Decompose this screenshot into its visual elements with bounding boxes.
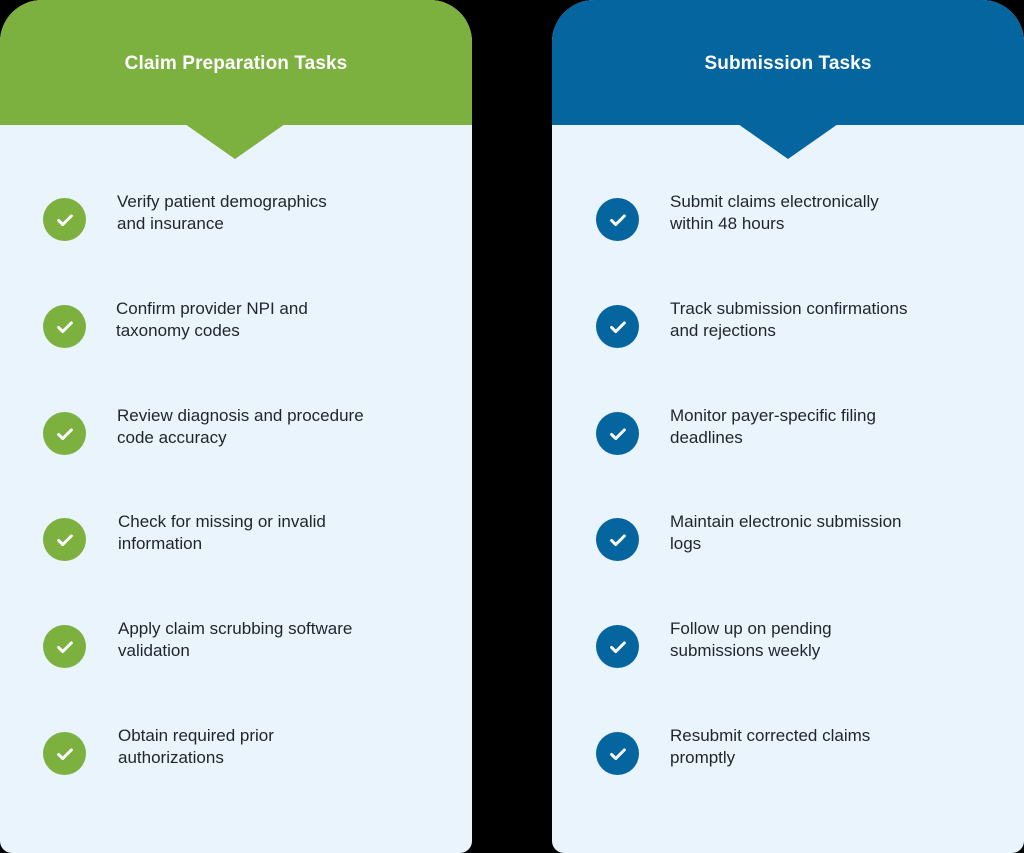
card-header: Claim Preparation Tasks xyxy=(0,0,472,125)
check-circle-icon xyxy=(43,198,86,241)
check-circle-icon xyxy=(596,305,639,348)
card-title: Claim Preparation Tasks xyxy=(124,53,348,74)
check-circle-icon xyxy=(43,518,86,561)
check-circle-icon xyxy=(596,625,639,668)
check-circle-icon xyxy=(596,732,639,775)
header-pointer xyxy=(738,124,838,159)
check-circle-icon xyxy=(43,625,86,668)
check-circle-icon xyxy=(596,198,639,241)
card-title: Submission Tasks xyxy=(704,53,872,74)
header-pointer xyxy=(185,124,285,159)
check-circle-icon xyxy=(43,732,86,775)
check-circle-icon xyxy=(43,305,86,348)
claim-preparation-card: Claim Preparation Tasks Verify patient d… xyxy=(0,0,472,853)
check-circle-icon xyxy=(596,412,639,455)
card-header: Submission Tasks xyxy=(552,0,1024,125)
check-circle-icon xyxy=(43,412,86,455)
submission-card: Submission Tasks Submit claims electroni… xyxy=(552,0,1024,853)
check-circle-icon xyxy=(596,518,639,561)
